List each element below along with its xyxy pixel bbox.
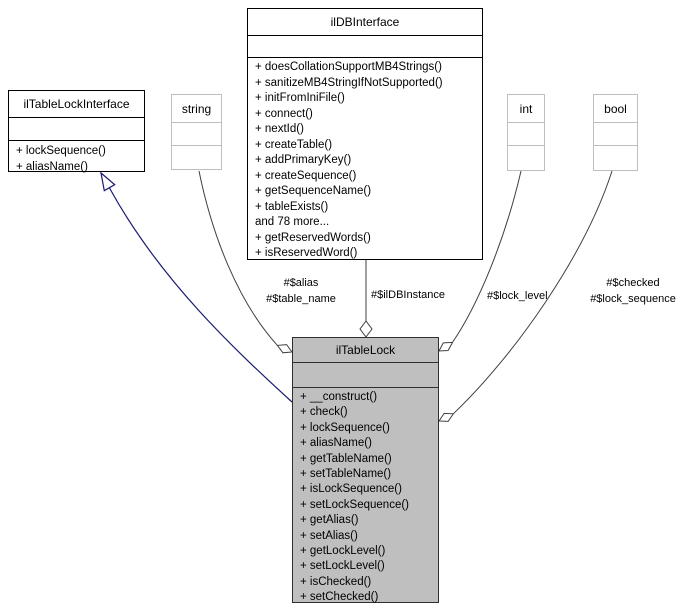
method-item: and 78 more... [255,216,330,228]
method-item: + addPrimaryKey() [255,154,352,166]
methods-compartment: + __construct() + check() + lockSequence()… [293,388,438,606]
method-item: + sanitizeMB4StringIfNotSupported() [255,76,443,89]
class-title: int [508,95,544,123]
method-item: + getTableName() [300,452,392,465]
class-node-iltablelock: ilTableLock + __construct() + check() + lo… [292,337,439,603]
attributes-compartment [9,118,144,141]
edge-label-alias-tablename: #$alias #$table_name [266,275,336,307]
method-item: + createSequence() [255,169,357,182]
methods-compartment: + doesCollationSupportMB4Strings() + sani… [248,58,482,262]
method-item: + setChecked() [300,591,379,604]
edge-label-line: #$alias [283,277,319,289]
attributes-compartment [172,123,221,146]
class-node-iltablelockinterface[interactable]: ilTableLockInterface + lockSequence() + a… [8,90,145,175]
edge-label-checked-locksequence: #$checked #$lock_sequence [590,275,676,307]
edge-label-locklevel: #$lock_level [487,290,548,302]
aggregation-diamond-ildbinterface-icon [359,320,373,338]
methods-compartment: + lockSequence() + aliasName() [9,141,144,175]
inheritance-arrowhead-icon [100,171,116,192]
aggregation-diamond-string-icon [276,344,293,354]
class-title: string [172,95,221,123]
method-item: + isChecked() [300,575,372,588]
method-item: + connect() [255,107,313,120]
attributes-compartment [594,123,637,146]
class-title: ilTableLock [293,338,438,363]
edge-label-line: #$table_name [266,293,336,305]
method-item: + check() [300,406,348,419]
method-item: + lockSequence() [300,421,390,434]
edge-label-ildbinstance: #$ilDBInstance [371,289,445,301]
class-title: bool [594,95,637,123]
method-item: + setLockLevel() [300,560,385,573]
method-item: + initFromIniFile() [255,92,345,104]
aggregation-diamond-int-icon [438,341,454,352]
method-item: + aliasName() [300,437,372,450]
attributes-compartment [293,363,438,388]
attributes-compartment [248,36,482,58]
method-item: + aliasName() [16,161,88,173]
method-item: + lockSequence() [16,145,106,157]
class-title: ilTableLockInterface [9,91,144,118]
class-title: ilDBInterface [248,9,482,36]
class-node-bool: bool [593,94,638,171]
edge-label-line: #$checked [606,277,660,289]
method-item: + nextId() [255,123,304,135]
aggregation-diamond-bool-icon [438,412,455,422]
method-item: + getLockLevel() [300,545,386,558]
method-item: + getReservedWords() [255,231,371,244]
method-item: + doesCollationSupportMB4Strings() [255,61,442,73]
method-item: + getSequenceName() [255,185,372,197]
class-node-ildbinterface[interactable]: ilDBInterface + doesCollationSupportMB4S… [247,8,483,260]
method-item: + setAlias() [300,529,358,542]
attributes-compartment [508,123,544,146]
class-node-string: string [171,94,222,170]
method-item: + setLockSequence() [300,498,409,511]
method-item: + tableExists() [255,200,329,213]
class-node-int: int [507,94,545,171]
edge-label-line: #$lock_sequence [590,293,676,305]
method-item: + createTable() [255,138,333,151]
method-item: + isReservedWord() [255,247,358,259]
method-item: + isLockSequence() [300,483,402,496]
method-item: + __construct() [300,391,378,403]
method-item: + setTableName() [300,468,392,481]
method-item: + getAlias() [300,514,359,527]
